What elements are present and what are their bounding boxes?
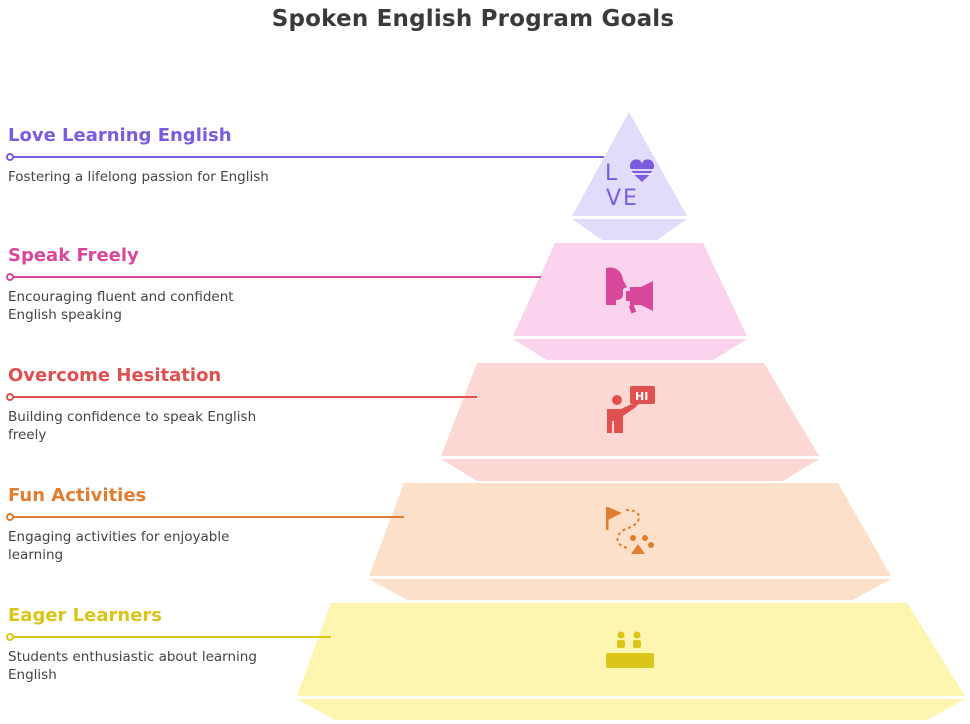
connector-dot-speak-freely bbox=[6, 273, 14, 281]
person-saying-hi-icon: HI bbox=[607, 386, 655, 433]
level-heading: Fun Activities bbox=[8, 485, 147, 506]
level-fun-activities: Fun Activities Engaging activities for e… bbox=[8, 485, 278, 563]
svg-text:HI: HI bbox=[635, 390, 648, 403]
level-love-learning: Love Learning English Fostering a lifelo… bbox=[8, 125, 278, 185]
page-title: Spoken English Program Goals bbox=[271, 6, 675, 32]
level-heading: Speak Freely bbox=[8, 245, 139, 266]
level-description: Building confidence to speak English fre… bbox=[8, 409, 257, 443]
connector-dot-eager-learners bbox=[6, 633, 14, 641]
level-heading: Overcome Hesitation bbox=[8, 365, 222, 386]
level-heading: Love Learning English bbox=[8, 125, 232, 146]
pyramid-tier-overcome-hesitation: HI bbox=[6, 363, 819, 481]
megaphone-speaker-icon bbox=[606, 267, 653, 314]
svg-text:VE: VE bbox=[606, 186, 639, 211]
love-heart-icon: L VE bbox=[605, 159, 654, 211]
students-at-desk-icon bbox=[606, 631, 654, 668]
level-overcome-hesitation: Overcome Hesitation Building confidence … bbox=[8, 365, 278, 443]
level-description: Students enthusiastic about learning Eng… bbox=[8, 649, 257, 683]
treasure-map-flag-icon bbox=[606, 507, 654, 554]
level-description: Engaging activities for enjoyable learni… bbox=[8, 529, 230, 563]
level-speak-freely: Speak Freely Encouraging fluent and conf… bbox=[8, 245, 278, 323]
pyramid-tier-love-learning: L VE bbox=[6, 112, 687, 240]
level-description: Fostering a lifelong passion for English bbox=[8, 169, 269, 185]
level-heading: Eager Learners bbox=[8, 605, 162, 626]
connector-dot-fun-activities bbox=[6, 513, 14, 521]
connector-dot-overcome-hesitation bbox=[6, 393, 14, 401]
pyramid-tier-speak-freely bbox=[6, 243, 747, 360]
pyramid-tier-eager-learners bbox=[6, 603, 965, 720]
svg-text:L: L bbox=[605, 161, 618, 186]
pyramid-tier-fun-activities bbox=[6, 483, 891, 600]
level-eager-learners: Eager Learners Students enthusiastic abo… bbox=[8, 605, 278, 683]
level-description: Encouraging fluent and confident English… bbox=[8, 289, 234, 323]
connector-dot-love-learning bbox=[6, 153, 14, 161]
